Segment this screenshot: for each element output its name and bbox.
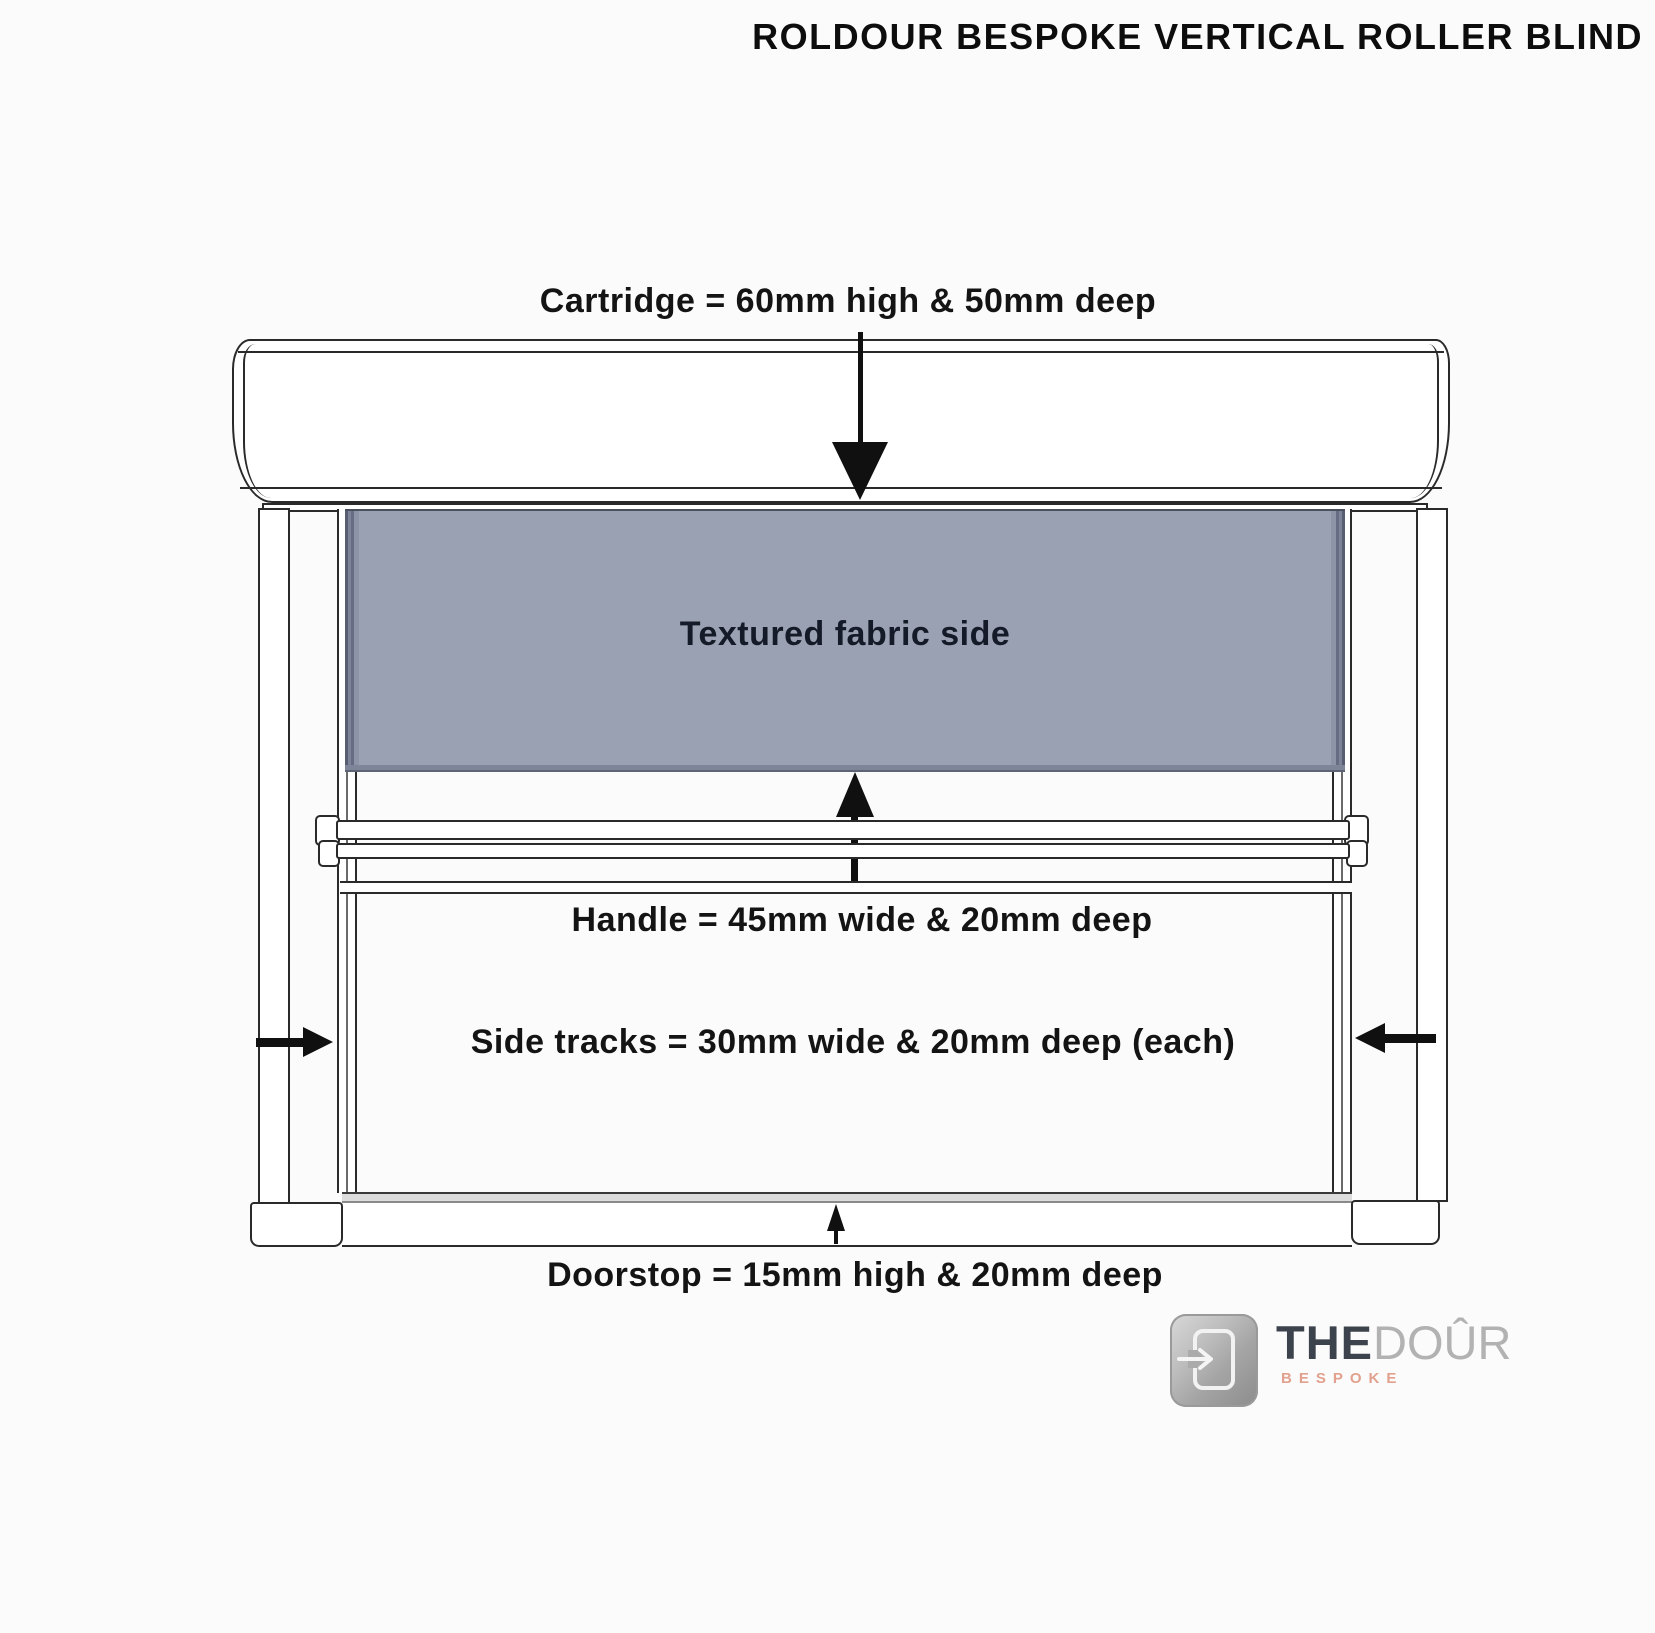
right-track-arrow-icon <box>1355 1023 1385 1053</box>
left-foot-block <box>250 1202 343 1247</box>
page-title: ROLDOUR BESPOKE VERTICAL ROLLER BLIND <box>752 16 1643 57</box>
lower-section-top-rail <box>340 881 1352 894</box>
fabric-label: Textured fabric side <box>679 615 1011 653</box>
left-track-arrow-icon <box>303 1027 333 1057</box>
doorstop-sill <box>342 1192 1352 1247</box>
left-track-arrow-shaft <box>256 1038 306 1047</box>
fabric-panel: Textured fabric side <box>345 509 1345 772</box>
cartridge-left-end-curve <box>243 344 271 498</box>
doorstop-arrow-shaft <box>834 1230 838 1244</box>
door-entry-icon <box>1170 1314 1258 1407</box>
handle-bar-upper <box>336 820 1350 840</box>
cartridge-down-arrow-icon <box>832 442 888 500</box>
doorstop-top-band <box>342 1192 1352 1203</box>
brand-name: THEDOÛR <box>1276 1318 1511 1367</box>
brand-logo: THEDOÛR BESPOKE <box>1170 1314 1511 1407</box>
cartridge-dimension-label: Cartridge = 60mm high & 50mm deep <box>539 282 1157 320</box>
fabric-bottom-edge <box>345 765 1345 772</box>
handle-up-arrow-icon <box>836 772 874 817</box>
doorstop-dimension-label: Doorstop = 15mm high & 20mm deep <box>547 1256 1163 1294</box>
cartridge-top-line <box>238 351 1444 353</box>
handle-bar-lower <box>336 843 1350 859</box>
brand-name-the: THE <box>1276 1316 1373 1369</box>
right-wall-column <box>1416 508 1448 1202</box>
fabric-right-edge <box>1331 511 1345 772</box>
brand-name-dour: DOÛR <box>1373 1316 1512 1369</box>
side-tracks-dimension-label: Side tracks = 30mm wide & 20mm deep (eac… <box>470 1023 1236 1061</box>
cartridge-arrow-shaft <box>858 332 863 444</box>
right-track-arrow-shaft <box>1385 1034 1436 1043</box>
handle-dimension-label: Handle = 45mm wide & 20mm deep <box>571 901 1153 939</box>
doorstop-up-arrow-icon <box>827 1204 845 1231</box>
brand-wordmark: THEDOÛR BESPOKE <box>1276 1318 1511 1388</box>
brand-tagline: BESPOKE <box>1281 1370 1404 1388</box>
left-wall-column <box>258 508 290 1204</box>
cartridge-right-end-curve <box>1411 344 1439 498</box>
right-foot-block <box>1351 1200 1440 1245</box>
fabric-left-edge <box>345 511 359 772</box>
